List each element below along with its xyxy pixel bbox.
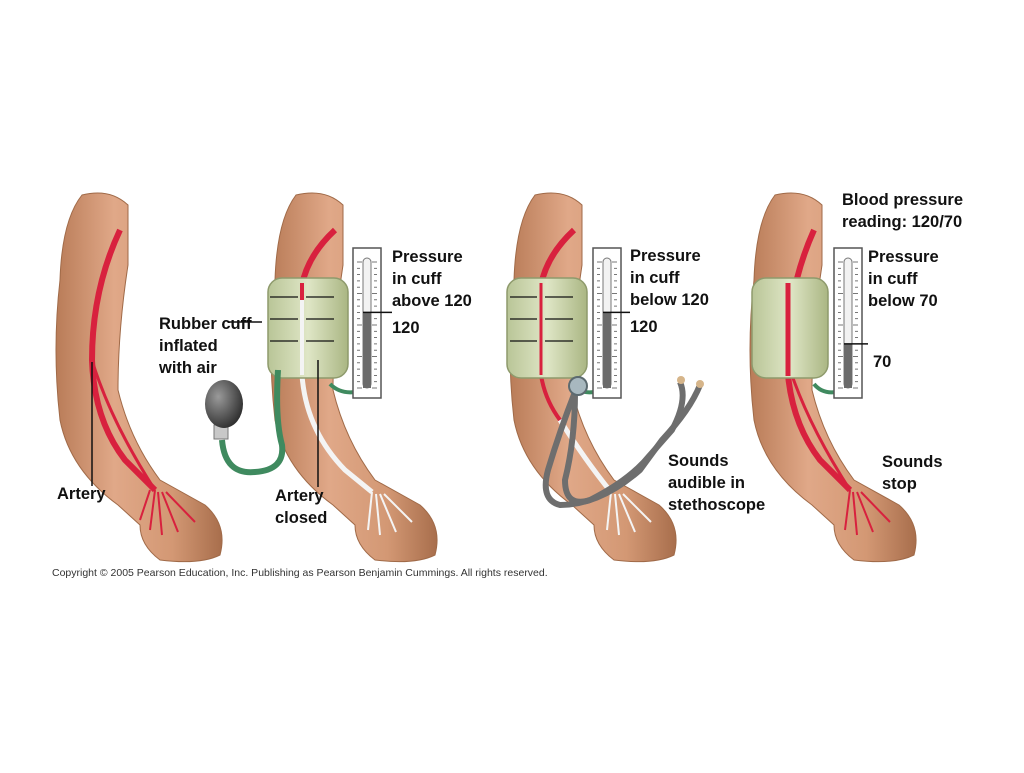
label-pressure-below-120: Pressure in cuff below 120 [630,247,709,309]
earpiece-right [677,376,685,384]
arm-2-cuff [267,277,349,379]
label-artery: Artery [57,485,106,503]
arm-2-pressure-arrows [270,296,334,342]
arm-1-skin [55,192,223,563]
arm-3-pressure-arrows [510,296,573,342]
gauge-mercury-fill [363,312,371,388]
label-pressure-above-120: Pressure in cuff above 120 [392,248,472,310]
arm-3 [506,192,704,563]
gauge-2 [592,247,630,399]
gauge-mercury-fill [844,343,852,388]
stethoscope-chestpiece [568,376,588,396]
arm-1-hand-vessels [139,489,196,536]
bulb-tube [219,369,286,476]
arm-3-hand-vessels [606,491,652,536]
arm-2 [205,192,438,563]
gauge-mercury-fill [603,312,611,388]
gauge-3 [833,247,868,399]
arm-1 [55,192,223,563]
arm-2-hand-vessels [367,491,413,536]
arm-3-artery-turbulent [539,374,562,422]
gauge-reading-70: 70 [873,353,892,371]
label-blood-pressure-reading: Blood pressure reading: 120/70 [842,191,964,231]
arm-3-artery-lower [557,418,613,494]
arm-3-cuff [506,277,588,379]
gauge-1 [352,247,392,399]
label-sounds-stop: Sounds stop [882,453,943,493]
label-sounds-audible: Sounds audible in stethoscope [668,452,766,514]
gauge-reading-120-b: 120 [630,318,658,336]
copyright-notice: Copyright © 2005 Pearson Education, Inc.… [52,567,548,579]
arm-1-artery-branch [90,359,157,491]
earpiece-left [696,380,704,388]
label-pressure-below-70: Pressure in cuff below 70 [868,248,939,310]
arm-4-hand-vessels [844,489,891,536]
stethoscope [542,380,703,509]
label-rubber-cuff: Rubber cuff inflated with air [159,315,252,377]
label-artery-closed: Artery closed [275,487,328,527]
rubber-bulb [205,380,243,428]
gauge-reading-120-a: 120 [392,319,420,337]
arm-2-artery-closed [299,374,374,494]
gauges [352,247,868,399]
arm-4 [749,192,917,563]
gauge-tube-4 [812,382,837,395]
